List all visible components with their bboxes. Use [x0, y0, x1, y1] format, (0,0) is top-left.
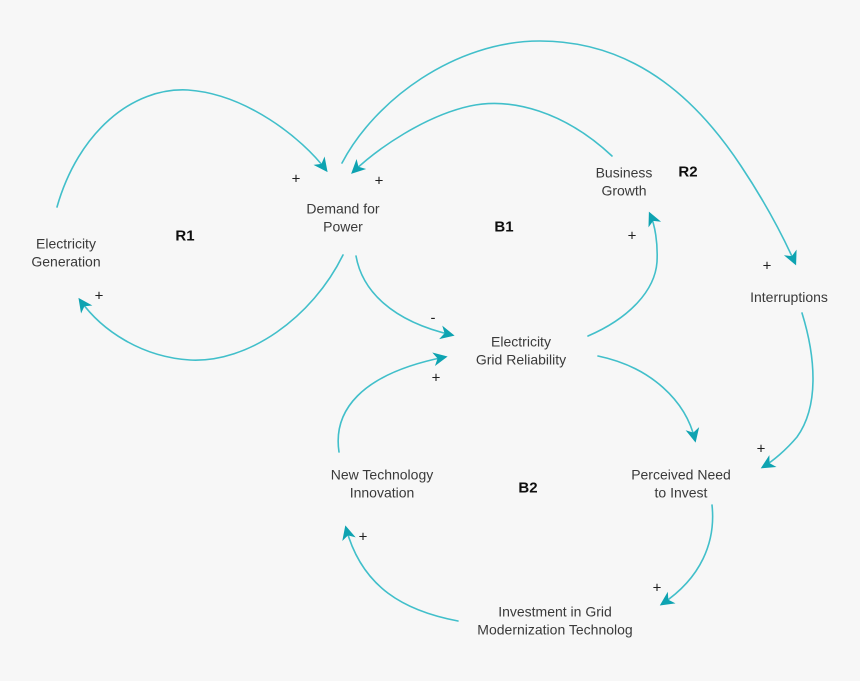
- loop-label-r2: R2: [678, 163, 698, 181]
- edge-electricity-generation-to-demand-for-power: [56, 89, 328, 208]
- polarity-sign-business-growth-to-demand-for-power: +: [374, 172, 384, 190]
- edge-investment-in-grid-modernization-to-new-technology-innovation: [342, 525, 459, 622]
- polarity-sign-demand-for-power-to-interruptions: +: [762, 257, 772, 275]
- edge-demand-for-power-to-electricity-generation: [78, 254, 344, 361]
- edge-new-technology-innovation-to-electricity-grid-reliability: [337, 352, 448, 453]
- node-new-technology-innovation: New Technology Innovation: [330, 466, 434, 501]
- node-demand-for-power: Demand for Power: [306, 200, 380, 235]
- node-perceived-need-to-invest: Perceived Need to Invest: [631, 466, 731, 501]
- edge-demand-for-power-to-interruptions: [341, 40, 797, 266]
- polarity-sign-demand-for-power-to-electricity-generation: +: [94, 287, 104, 305]
- edge-interruptions-to-perceived-need-to-invest: [760, 312, 814, 469]
- polarity-sign-investment-in-grid-modernization-to-new-technology-innovation: +: [358, 528, 368, 546]
- polarity-sign-interruptions-to-perceived-need-to-invest: +: [756, 440, 766, 458]
- node-electricity-generation: Electricity Generation: [31, 235, 101, 270]
- polarity-sign-demand-for-power-to-electricity-grid-reliability: -: [430, 309, 436, 327]
- edge-demand-for-power-to-electricity-grid-reliability: [355, 255, 455, 340]
- edge-perceived-need-to-invest-to-investment-in-grid-modernization: [659, 504, 714, 606]
- edge-electricity-grid-reliability-to-business-growth: [587, 211, 662, 337]
- node-investment-in-grid-modernization: Investment in Grid Modernization Technol…: [477, 603, 633, 638]
- edge-business-growth-to-demand-for-power: [351, 102, 613, 174]
- polarity-sign-electricity-grid-reliability-to-business-growth: +: [627, 227, 637, 245]
- node-electricity-grid-reliability: Electricity Grid Reliability: [475, 333, 567, 368]
- node-business-growth: Business Growth: [595, 164, 653, 199]
- node-interruptions: Interruptions: [750, 288, 828, 305]
- edge-electricity-grid-reliability-to-perceived-need-to-invest: [597, 355, 700, 443]
- polarity-sign-new-technology-innovation-to-electricity-grid-reliability: +: [431, 369, 441, 387]
- loop-label-b1: B1: [494, 218, 514, 236]
- polarity-sign-electricity-generation-to-demand-for-power: +: [291, 170, 301, 188]
- loop-label-b2: B2: [518, 479, 538, 497]
- loop-label-r1: R1: [175, 227, 195, 245]
- polarity-sign-perceived-need-to-invest-to-investment-in-grid-modernization: +: [652, 579, 662, 597]
